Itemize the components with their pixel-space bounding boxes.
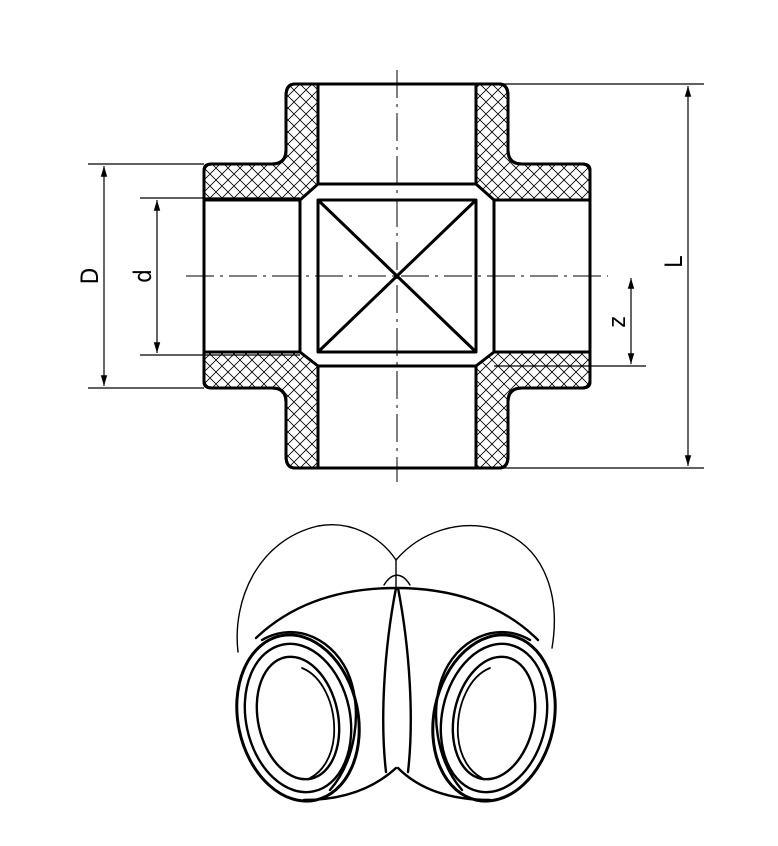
upper-lobe-right (395, 525, 555, 649)
label-L: L (660, 256, 688, 268)
left-socket-rim (243, 642, 353, 794)
isometric-view (235, 524, 557, 803)
left-socket-shell (260, 630, 358, 792)
section-view: D d L z (76, 70, 704, 482)
right-socket-bore (456, 667, 491, 779)
wall-bottom-left (202, 350, 320, 470)
right-socket-shell (434, 630, 532, 792)
right-socket-rim (439, 642, 549, 794)
upper-lobe-left (236, 524, 397, 653)
label-z: z (603, 316, 631, 327)
left-socket-inner (255, 655, 341, 781)
center-seam-left (382, 586, 398, 774)
label-d: d (129, 269, 157, 283)
wall-top-left (202, 82, 320, 202)
label-D: D (76, 268, 104, 285)
wall-top-right (474, 82, 592, 202)
wall-bottom-right (474, 350, 592, 470)
left-socket-bore (301, 667, 336, 779)
center-seam-right (396, 586, 412, 774)
upper-lobe-seam (383, 574, 411, 586)
right-socket-inner (451, 655, 537, 781)
